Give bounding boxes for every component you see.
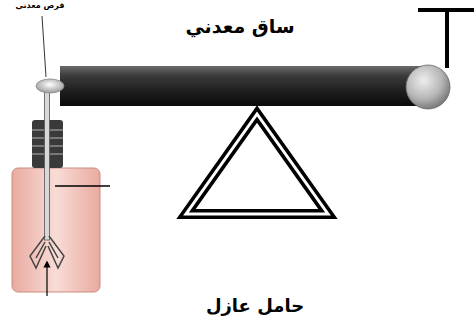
metal-disc <box>36 79 64 93</box>
metal-rod <box>60 66 424 106</box>
leader-line <box>42 16 46 77</box>
side-wire <box>55 185 110 187</box>
charge-arrow <box>46 264 47 296</box>
part-label: قرص معدني <box>16 2 65 11</box>
insulating-stand <box>186 114 328 214</box>
part-label: حامل عازل <box>206 296 304 316</box>
part-label: ساق معدني <box>185 16 294 37</box>
metal-sphere <box>406 65 450 109</box>
t-handle <box>418 10 474 68</box>
gold-leaves <box>30 236 64 268</box>
metal-stem <box>45 90 50 240</box>
